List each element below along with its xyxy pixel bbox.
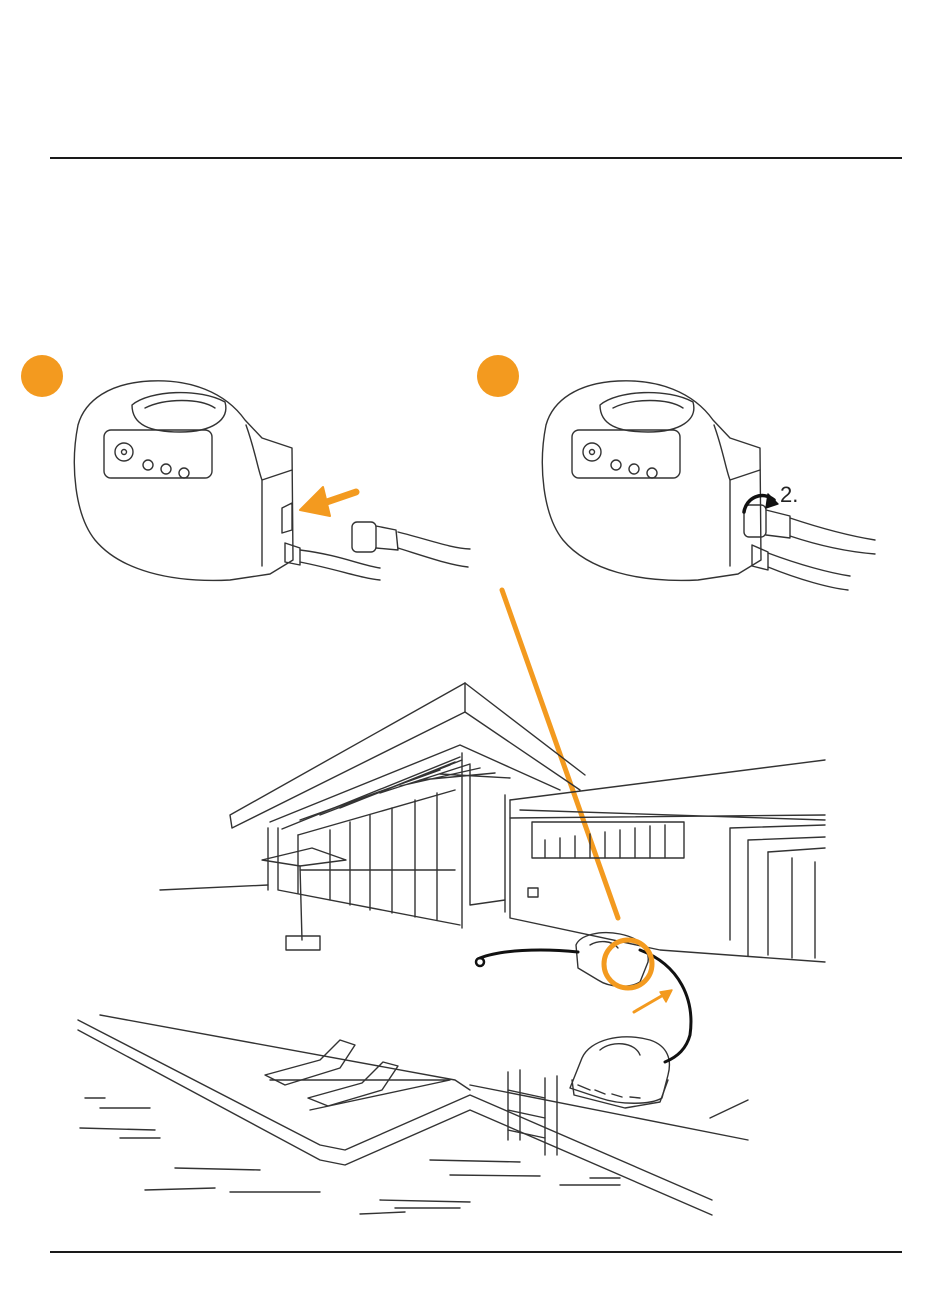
power-button-icon [583,443,601,461]
pointer-line [502,590,618,918]
cable-connection-circle-highlight [604,940,652,988]
step-2-label: 2. [780,482,798,507]
connection-arrow-icon [634,990,672,1012]
control-panel [572,430,680,478]
pool-ladder [508,1070,557,1155]
control-panel [104,430,212,478]
step-1-marker [21,355,63,397]
power-supply-unit-1 [74,381,380,581]
pool-edge [78,1015,748,1215]
power-supply-unit-2 [542,381,875,590]
bottom-rule [50,1251,902,1253]
water-lines [80,1098,620,1214]
power-button-icon [115,443,133,461]
cable-plug-1 [352,522,470,567]
step-2-marker [477,355,519,397]
umbrella [160,848,346,950]
house-structure [230,683,825,962]
plug-connect-arrow-icon [300,487,356,516]
